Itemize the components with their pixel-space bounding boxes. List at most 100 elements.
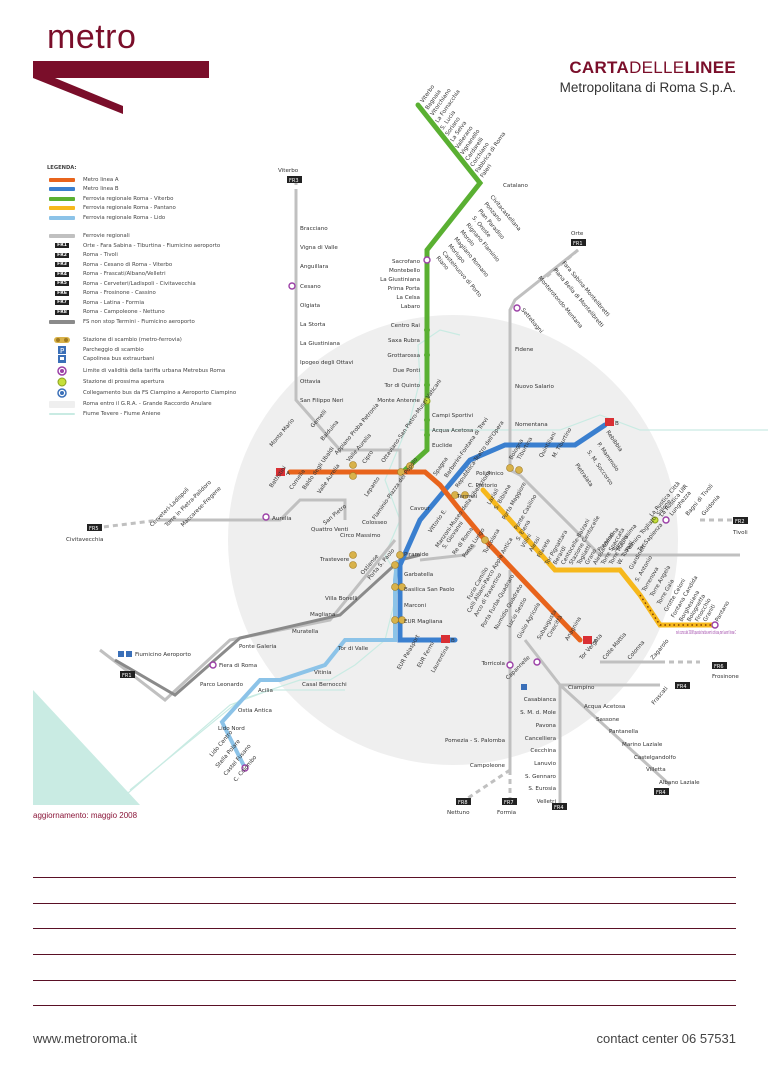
fr4-badge-frascati: FR4 [677, 684, 687, 690]
svg-text:Olgiata: Olgiata [300, 303, 320, 309]
terminal-formia: Formia [497, 810, 516, 816]
line-b-badge-north: B [605, 418, 619, 427]
svg-text:Lido Nord: Lido Nord [218, 726, 245, 732]
station-euclide: Euclide [432, 443, 453, 449]
svg-text:La Storta: La Storta [300, 322, 325, 328]
svg-text:La Celsa: La Celsa [396, 295, 420, 301]
svg-text:Muratella: Muratella [292, 629, 318, 635]
svg-text:Torricola: Torricola [481, 661, 505, 667]
interchange-icon [54, 337, 70, 344]
svg-text:Marconi: Marconi [404, 603, 426, 609]
page-title: CARTADELLELINEE [569, 58, 736, 78]
svg-text:Campoleone: Campoleone [470, 763, 506, 769]
svg-text:Pantanella: Pantanella [609, 729, 638, 735]
fr1-badge-orte: FR1 [573, 241, 583, 247]
svg-text:Ostia Antica: Ostia Antica [238, 708, 272, 714]
metro-logo-text: metro [47, 18, 137, 56]
svg-text:EUR Magliana: EUR Magliana [404, 619, 443, 625]
svg-text:Magliana: Magliana [310, 612, 335, 618]
fr1-badge-fiumicino: FR1 [122, 673, 132, 679]
svg-text:Acqua Acetosa: Acqua Acetosa [584, 704, 625, 710]
svg-text:Bracciano: Bracciano [300, 226, 328, 232]
logo-tail-icon [33, 78, 123, 114]
svg-text:Basilica San Paolo: Basilica San Paolo [404, 587, 455, 593]
bus-icon [58, 355, 66, 364]
svg-text:Casabianca: Casabianca [524, 697, 556, 703]
station-campi-sportivi: Campi Sportivi [432, 413, 474, 419]
terminal-frosinone: Frosinone [712, 674, 739, 680]
svg-text:Colosseo: Colosseo [362, 520, 388, 526]
svg-text:Cavour: Cavour [410, 506, 431, 512]
svg-text:Labaro: Labaro [401, 304, 421, 310]
svg-text:Centro Rai: Centro Rai [391, 323, 421, 329]
legend-item-airport-bus: Collegamento bus da FS Ciampino a Aeropo… [47, 387, 247, 400]
svg-text:Cecchina: Cecchina [530, 748, 556, 754]
svg-text:B: B [451, 638, 455, 644]
station-catalano: Catalano [503, 183, 528, 189]
fr4-velletri-labels: Ciampino Casabianca S. M. d. Mole Pavona… [520, 685, 595, 805]
legend: LEGENDA: Metro linea A Metro linea B Fer… [47, 165, 247, 419]
station-trastevere: Trastevere [319, 557, 350, 563]
station-piramide: Piramide [404, 552, 429, 558]
legend-item-line-b: Metro linea B [47, 185, 247, 195]
svg-text:Bagni di Tivoli: Bagni di Tivoli [685, 483, 715, 517]
note-line [33, 928, 736, 929]
svg-text:Anguillara: Anguillara [300, 264, 328, 270]
svg-text:S. M. d. Mole: S. M. d. Mole [520, 710, 556, 716]
legend-item-fare-limit: Limite di validità della tariffa urbana … [47, 364, 247, 377]
airport-bus-icon [57, 388, 67, 398]
parking-icon: P [58, 345, 66, 354]
lido-line [219, 560, 399, 770]
website-link[interactable]: www.metroroma.it [33, 1031, 138, 1046]
svg-text:Frascati: Frascati [651, 685, 670, 706]
svg-text:Grottarossa: Grottarossa [387, 353, 420, 359]
svg-text:Ipogeo degli Ottavi: Ipogeo degli Ottavi [300, 360, 354, 366]
page-subtitle: Metropolitana di Roma S.p.A. [559, 80, 736, 95]
legend-item-interchange: Stazione di scambio (metro-ferrovia) [47, 336, 247, 346]
river-lines [119, 329, 768, 801]
svg-text:Pavona: Pavona [536, 723, 556, 729]
legend-item-regional: Ferrovie regionali [47, 232, 247, 242]
svg-text:Garbatella: Garbatella [404, 572, 433, 578]
title-delle: DELLE [629, 58, 685, 77]
fr7-badge: FR7 [504, 800, 514, 806]
svg-text:Fidene: Fidene [515, 347, 534, 353]
terminal-civitavecchia: Civitavecchia [66, 537, 103, 543]
svg-text:Villa Bonelli: Villa Bonelli [325, 596, 358, 602]
legend-item-pantano: Ferrovia regionale Roma - Pantano [47, 204, 247, 214]
svg-text:Velletri: Velletri [537, 799, 557, 805]
fr4-badge-velletri: FR4 [554, 805, 564, 811]
svg-text:Pomezia - S. Palomba: Pomezia - S. Palomba [445, 738, 505, 744]
svg-text:Ciampino: Ciampino [568, 685, 595, 691]
viterbo-north-labels: Viterbo Bagnaia Vitorchiano La Fornacchi… [420, 84, 508, 179]
svg-text:San Filippo Neri: San Filippo Neri [300, 398, 344, 404]
interchange-dots [349, 461, 523, 624]
line-a-badge-west: A [276, 468, 290, 477]
terminal-orte: Orte [571, 231, 584, 237]
title-carta: CARTA [569, 58, 630, 77]
svg-text:Lanuvio: Lanuvio [534, 761, 556, 767]
pantano-closure-note: nel corso del 2008 questa tratta verrà c… [676, 629, 736, 636]
fr6-badge: FR6 [714, 664, 724, 670]
viterbo-south-labels: Sacrofano Montebello La Giustiniana Prim… [377, 259, 420, 404]
legend-item-gra: Roma entro il G.R.A. - Grande Raccordo A… [47, 400, 247, 410]
svg-text:Vigna di Valle: Vigna di Valle [300, 245, 338, 251]
svg-text:C. Pretorio: C. Pretorio [468, 483, 498, 489]
svg-text:P: P [60, 347, 64, 354]
legend-item-lido: Ferrovia regionale Roma - Lido [47, 213, 247, 223]
svg-text:Tor di Valle: Tor di Valle [337, 646, 369, 652]
svg-text:Cancelliera: Cancelliera [525, 736, 556, 742]
svg-text:Casal Bernocchi: Casal Bernocchi [302, 682, 347, 688]
note-line [33, 903, 736, 904]
svg-text:Quattro Venti: Quattro Venti [311, 527, 349, 533]
station-termini: Termini [456, 494, 478, 500]
svg-text:A: A [593, 639, 597, 645]
svg-text:Montebello: Montebello [389, 268, 421, 274]
svg-text:Prima Porta: Prima Porta [388, 286, 420, 292]
svg-text:Tor di Quinto: Tor di Quinto [383, 383, 420, 389]
legend-item-upcoming: Stazione di prossima apertura [47, 377, 247, 387]
